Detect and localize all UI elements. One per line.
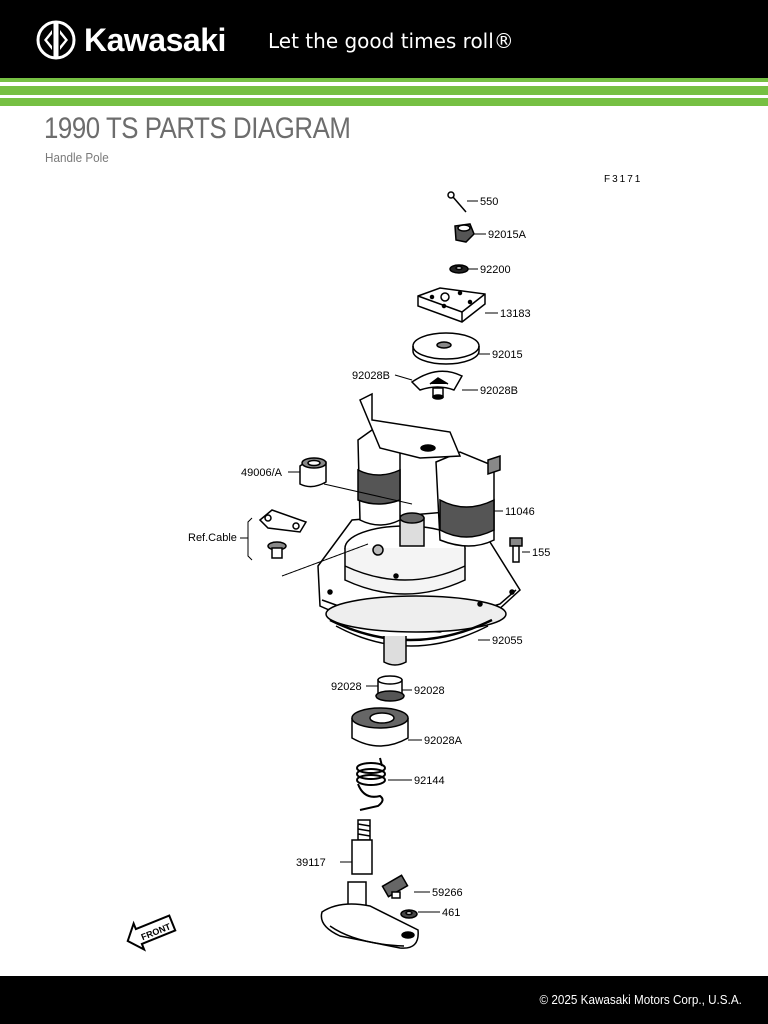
stripe-gap — [0, 95, 768, 98]
page-title: 1990 TS PARTS DIAGRAM — [44, 112, 351, 145]
copyright-text: © 2025 Kawasaki Motors Corp., U.S.A. — [539, 992, 742, 1007]
part-shaft-39117 — [351, 819, 373, 875]
brand-tagline: Let the good times roll® — [268, 29, 514, 53]
part-label: 461 — [442, 907, 460, 919]
part-label: 92028B — [352, 370, 390, 382]
part-screw-550 — [447, 191, 467, 213]
figure-code: F3171 — [604, 174, 642, 185]
brand-name[interactable]: Kawasaki — [84, 22, 226, 58]
part-disc-92015 — [412, 332, 480, 365]
part-spring-92144 — [356, 757, 386, 811]
part-label: 59266 — [432, 887, 463, 899]
page-subtitle: Handle Pole — [45, 150, 109, 165]
part-label: 11046 — [505, 506, 535, 518]
part-label: 39117 — [296, 857, 326, 869]
part-label: 92144 — [414, 775, 445, 787]
part-label: 92015A — [488, 229, 527, 241]
part-nipple-59266 — [381, 874, 409, 899]
part-label: 92028B — [480, 385, 518, 397]
green-stripe — [0, 86, 768, 95]
site-header: Kawasaki Let the good times roll® — [0, 0, 768, 78]
part-washer-92200 — [449, 264, 469, 274]
part-label: 92028 — [331, 681, 362, 693]
stripe-gap — [0, 82, 768, 86]
part-bolt-155 — [509, 537, 523, 563]
green-stripe — [0, 98, 768, 106]
part-label: 49006/A — [241, 467, 283, 479]
part-bushing-92028b — [410, 370, 464, 400]
part-label: 155 — [532, 547, 550, 559]
part-label: Ref.Cable — [188, 532, 237, 544]
part-seal-49006a — [299, 457, 327, 488]
part-label: 92055 — [492, 635, 523, 647]
parts-diagram: F3171 550 92015A 92200 13183 92015 — [126, 174, 642, 952]
part-washer-461 — [400, 909, 418, 919]
part-cable-bracket — [258, 509, 308, 559]
part-label: 92028 — [414, 685, 445, 697]
kawasaki-logo-icon[interactable] — [36, 20, 76, 60]
part-bushing-92028 — [375, 675, 405, 702]
part-label: 92015 — [492, 349, 523, 361]
part-label: 550 — [480, 196, 498, 208]
part-label: 92028A — [424, 735, 463, 747]
part-arm-bottom — [320, 881, 419, 949]
site-footer: © 2025 Kawasaki Motors Corp., U.S.A. — [0, 976, 768, 1024]
green-stripe — [0, 78, 768, 82]
part-label: 92200 — [480, 264, 511, 276]
part-plate-13183 — [417, 287, 486, 323]
part-body-11046 — [317, 392, 521, 666]
front-arrow-icon: FRONT — [126, 914, 177, 952]
part-collar-92028a — [351, 707, 409, 747]
part-nut-92015a — [454, 223, 475, 243]
part-label: 13183 — [500, 308, 531, 320]
